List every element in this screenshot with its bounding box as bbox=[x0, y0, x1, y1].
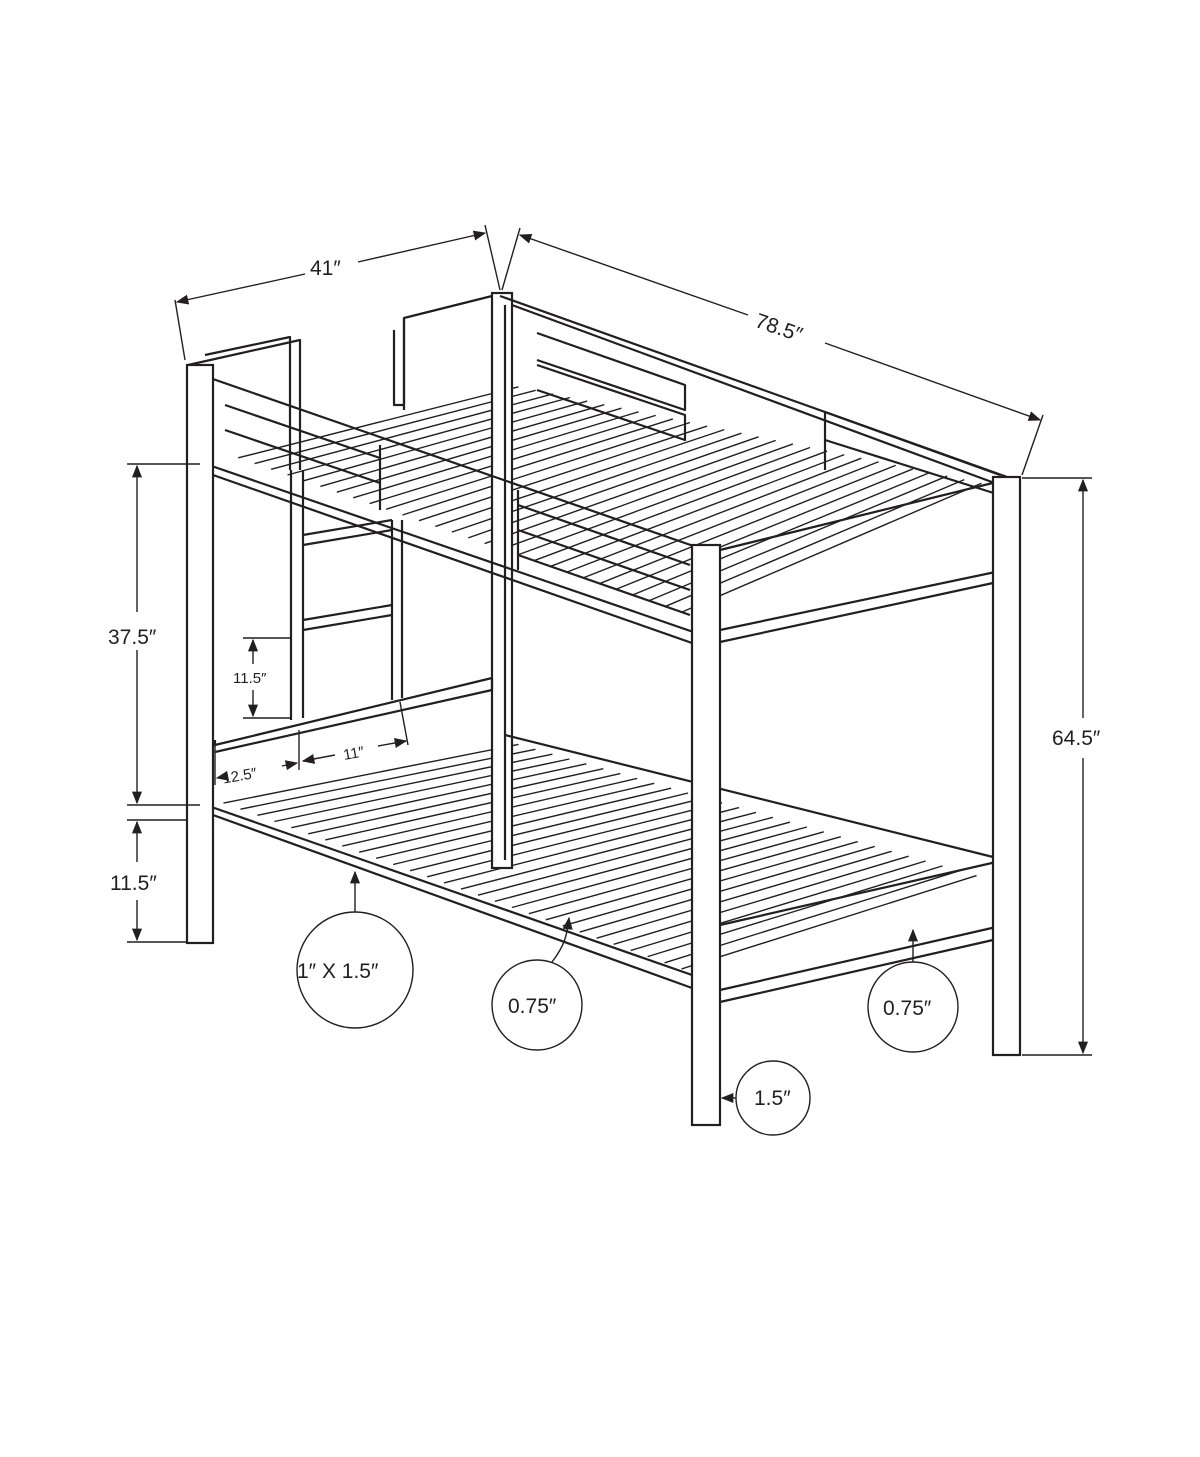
slat bbox=[426, 802, 723, 878]
slat bbox=[223, 743, 519, 804]
slat bbox=[418, 425, 708, 522]
bunk-clearance-label: 37.5″ bbox=[108, 626, 157, 649]
ladder-offset-dimension: 12.5″ 11″ bbox=[214, 701, 409, 788]
slat bbox=[477, 816, 774, 896]
post-size-label: 1.5″ bbox=[754, 1087, 791, 1110]
slat bbox=[392, 792, 689, 866]
post-size-callout: 1.5″ bbox=[720, 1060, 811, 1136]
length-label: 78.5″ bbox=[752, 309, 806, 347]
lower-slats bbox=[223, 743, 977, 970]
slat bbox=[613, 855, 909, 946]
upper-slats bbox=[238, 386, 982, 613]
front-right-post bbox=[690, 543, 722, 1127]
frame-tube-label: 1″ X 1.5″ bbox=[297, 960, 379, 983]
slat bbox=[336, 407, 622, 493]
slat bbox=[596, 850, 892, 939]
slat bbox=[533, 450, 828, 562]
overall-height-dimension: 64.5″ bbox=[1022, 477, 1101, 1056]
front-left-post bbox=[185, 363, 215, 945]
slat bbox=[308, 768, 604, 835]
slat bbox=[630, 860, 926, 952]
slat bbox=[274, 758, 570, 823]
slat bbox=[435, 428, 725, 528]
slat bbox=[566, 457, 862, 573]
end-rail-label: 0.75″ bbox=[883, 997, 932, 1020]
slat bbox=[325, 772, 621, 841]
ladder-offset-label: 12.5″ bbox=[221, 765, 259, 788]
slat bbox=[303, 400, 588, 482]
slat bbox=[599, 464, 896, 585]
slat bbox=[402, 421, 691, 516]
slat bbox=[342, 777, 638, 847]
upper-bunk-frame bbox=[187, 294, 1011, 645]
slat bbox=[238, 386, 519, 459]
slat bbox=[467, 436, 759, 539]
width-dimension: 41″ bbox=[174, 224, 501, 361]
slat bbox=[409, 797, 706, 872]
ladder bbox=[289, 470, 404, 720]
slat bbox=[579, 845, 875, 933]
slat bbox=[240, 748, 536, 810]
slat bbox=[385, 418, 674, 510]
slat bbox=[517, 446, 811, 556]
slat bbox=[291, 763, 587, 829]
back-left-post bbox=[490, 291, 514, 870]
frame-tube-callout: 1″ X 1.5″ bbox=[296, 870, 414, 1029]
slat bbox=[582, 461, 879, 579]
ladder-rung-dimension: 11.5″ bbox=[233, 637, 290, 719]
back-right-post bbox=[991, 475, 1022, 1057]
ladder-width-label: 11″ bbox=[342, 743, 366, 763]
slat-label: 0.75″ bbox=[508, 995, 557, 1018]
floor-clearance-dimension: 11.5″ bbox=[110, 819, 187, 943]
slat bbox=[681, 874, 977, 970]
slat bbox=[550, 453, 845, 568]
slat bbox=[320, 403, 605, 488]
slat bbox=[681, 482, 982, 613]
back-headboard bbox=[213, 291, 514, 870]
slat bbox=[254, 389, 536, 465]
ladder-rung-label: 11.5″ bbox=[233, 670, 267, 687]
slat bbox=[375, 787, 672, 860]
slat bbox=[511, 826, 808, 909]
slat bbox=[615, 468, 914, 590]
slat bbox=[443, 806, 740, 884]
slat bbox=[632, 471, 931, 596]
width-label: 41″ bbox=[310, 257, 341, 280]
slat bbox=[287, 396, 571, 476]
overall-height-label: 64.5″ bbox=[1052, 727, 1101, 750]
bunk-clearance-dimension: 37.5″ bbox=[108, 463, 200, 806]
slat bbox=[484, 439, 776, 545]
slat-callout: 0.75″ bbox=[491, 916, 583, 1051]
slat bbox=[500, 443, 794, 550]
slat bbox=[528, 831, 825, 915]
end-rail-callout: 0.75″ bbox=[867, 928, 959, 1053]
slat bbox=[494, 821, 791, 903]
lower-bunk-frame bbox=[199, 733, 1006, 1004]
floor-clearance-label: 11.5″ bbox=[110, 872, 157, 895]
